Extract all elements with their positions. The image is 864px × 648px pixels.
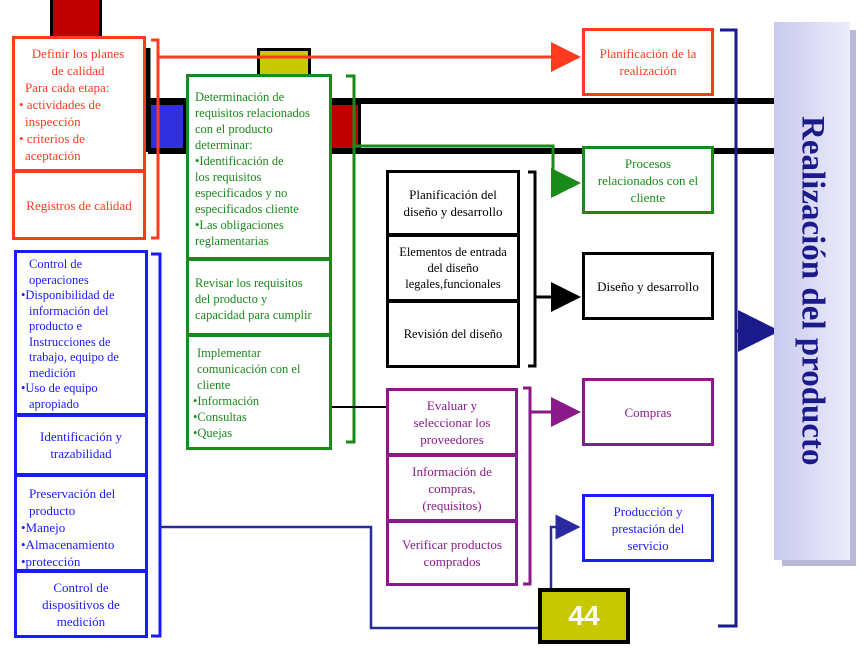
communication-line: Implementar — [197, 346, 261, 360]
purchasing-label: Compras — [624, 404, 672, 420]
customer-processes-box: Procesos relacionados con el cliente — [582, 146, 714, 214]
requirements-line: •Las obligaciones — [195, 218, 284, 232]
evaluate-line: Evaluar y — [426, 397, 478, 413]
design-development-box: Diseño y desarrollo — [582, 252, 714, 320]
design-review-box: Revisión del diseño — [386, 300, 520, 368]
operations-line: producto e — [29, 319, 83, 333]
operations-line: información del — [29, 303, 109, 318]
quality-records-label: Registros de calidad — [26, 197, 132, 213]
preservation-line: Preservación del — [29, 486, 116, 501]
design-inputs-box: Elementos de entrada del diseño legales,… — [386, 234, 520, 302]
verify-line: Verificar productos — [402, 537, 502, 552]
design-planning-line: Planificación del — [409, 187, 497, 202]
verify-line: comprados — [423, 554, 481, 569]
design-development-label: Diseño y desarrollo — [597, 278, 699, 294]
requirements-review-box: Revisar los requisitos del producto y ca… — [186, 258, 332, 336]
review-line: del producto y — [195, 292, 268, 306]
design-inputs-line: del diseño — [427, 261, 479, 275]
realization-planning-line: realización — [619, 63, 677, 78]
requirements-line: especificados y no — [195, 186, 288, 200]
purchased-product-verification-box: Verificar productos comprados — [386, 520, 518, 586]
operations-line: Control de — [29, 257, 83, 271]
design-planning-box: Planificación del diseño y desarrollo — [386, 170, 520, 236]
requirements-line: requisitos relacionados — [195, 106, 310, 120]
quality-plans-line: de calidad — [51, 63, 105, 78]
devices-line: dispositivos de — [42, 596, 120, 612]
communication-line: cliente — [197, 378, 231, 392]
design-planning-line: diseño y desarrollo — [403, 204, 503, 219]
communication-line: comunicación con el — [197, 362, 301, 376]
requirements-determination-box: Determinación de requisitos relacionados… — [186, 74, 332, 260]
design-inputs-line: legales,funcionales — [405, 277, 501, 291]
requirements-line: reglamentarias — [195, 234, 269, 248]
review-line: Revisar los requisitos — [195, 276, 303, 290]
evaluate-line: seleccionar los — [413, 414, 491, 430]
quality-plans-line: • criterios de — [19, 131, 85, 146]
preservation-line: •Manejo — [21, 520, 66, 535]
realization-planning-box: Planificación de la realización — [582, 28, 714, 96]
design-review-line: Revisión del diseño — [403, 326, 503, 341]
preservation-line: •Almacenamiento — [21, 537, 115, 552]
requirements-line: •Identificación de — [195, 154, 284, 168]
customer-processes-line: Procesos — [624, 155, 672, 171]
operations-line: medición — [29, 365, 76, 380]
review-line: capacidad para cumplir — [195, 308, 312, 322]
customer-processes-line: relacionados con el — [597, 172, 699, 188]
devices-line: Control de — [53, 579, 109, 595]
operations-line: trabajo, equipo de — [29, 350, 119, 364]
purchase-info-line: compras, — [428, 480, 476, 496]
quality-plans-line: • actividades de — [19, 97, 101, 112]
quality-plans-line: Definir los planes — [31, 46, 125, 61]
purchase-info-line: (requisitos) — [422, 497, 482, 513]
operations-line: apropiado — [29, 396, 79, 411]
red-square-decoration — [50, 0, 102, 40]
customer-processes-line: cliente — [630, 189, 666, 205]
devices-line: medición — [56, 613, 106, 629]
realization-planning-line: Planificación de la — [599, 46, 697, 61]
operations-control-box: Control de operaciones •Disponibilidad d… — [14, 250, 148, 416]
production-line: Producción y — [613, 503, 683, 519]
evaluate-line: proveedores — [420, 431, 484, 447]
communication-line: •Consultas — [193, 410, 247, 424]
quality-plans-box: Definir los planes de calidad Para cada … — [12, 36, 146, 172]
customer-communication-box: Implementar comunicación con el cliente … — [186, 334, 332, 450]
slide-number: 44 — [538, 588, 630, 644]
communication-line: •Quejas — [193, 426, 233, 440]
preservation-line: •protección — [21, 554, 81, 569]
quality-plans-line: aceptación — [25, 148, 81, 163]
measuring-devices-control-box: Control de dispositivos de medición — [14, 570, 148, 638]
preservation-line: producto — [29, 503, 76, 518]
purchase-info-line: Información de — [412, 463, 492, 479]
production-line: servicio — [627, 537, 669, 553]
quality-records-box: Registros de calidad — [12, 170, 146, 240]
product-preservation-box: Preservación del producto •Manejo •Almac… — [14, 474, 148, 572]
identification-line: Identificación y — [40, 429, 122, 444]
purchasing-information-box: Información de compras, (requisitos) — [386, 454, 518, 522]
operations-line: •Uso de equipo — [21, 381, 98, 395]
quality-plans-line: inspección — [25, 114, 81, 129]
operations-line: •Disponibilidad de — [21, 288, 115, 302]
requirements-line: especificados cliente — [195, 202, 299, 216]
operations-line: operaciones — [29, 272, 89, 287]
page-title: Realización del producto — [794, 116, 831, 466]
operations-line: Instrucciones de — [29, 334, 111, 349]
supplier-evaluation-box: Evaluar y seleccionar los proveedores — [386, 388, 518, 456]
identification-traceability-box: Identificación y trazabilidad — [14, 414, 148, 476]
requirements-line: determinar: — [195, 138, 253, 152]
slide-number-label: 44 — [568, 600, 600, 631]
communication-line: •Información — [193, 394, 260, 408]
requirements-line: los requisitos — [195, 170, 262, 184]
identification-line: trazabilidad — [50, 446, 112, 461]
quality-plans-line: Para cada etapa: — [25, 80, 110, 95]
production-service-box: Producción y prestación del servicio — [582, 494, 714, 562]
title-banner — [774, 22, 850, 560]
purchasing-box: Compras — [582, 378, 714, 446]
production-line: prestación del — [611, 520, 685, 536]
requirements-line: Determinación de — [195, 90, 285, 104]
design-inputs-line: Elementos de entrada — [399, 245, 507, 259]
requirements-line: con el producto — [195, 122, 273, 136]
